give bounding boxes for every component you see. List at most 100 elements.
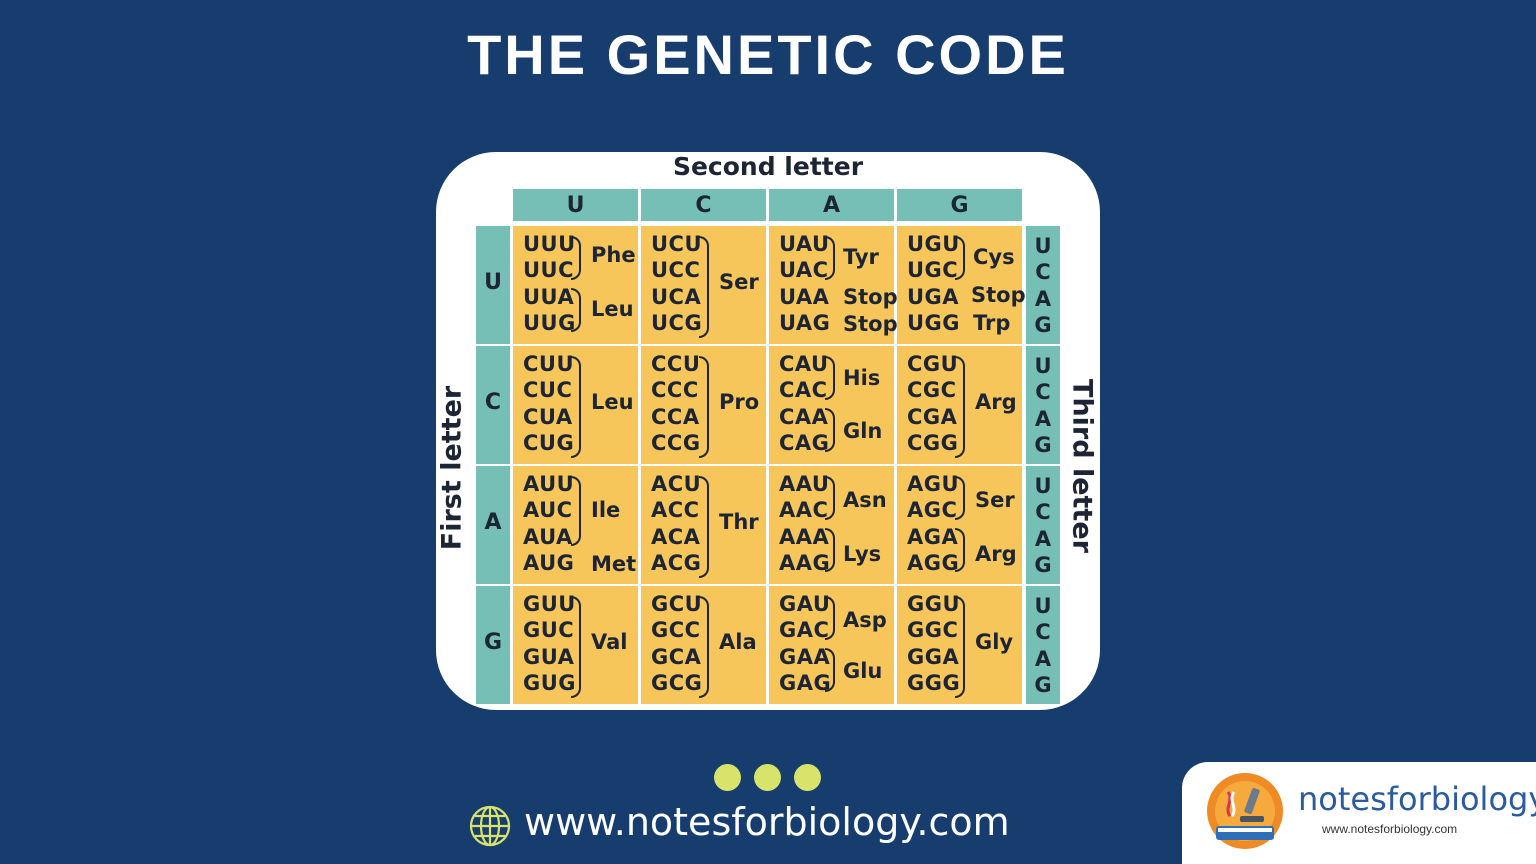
- amino-acid-label: Leu: [591, 390, 634, 414]
- bracket: [825, 356, 835, 400]
- third-letter-c: C: [1035, 620, 1051, 644]
- codon: CUU: [523, 352, 575, 376]
- first-letter-u-header: U: [476, 226, 510, 344]
- second-letter-c-header: C: [641, 189, 766, 221]
- codon: UUA: [523, 285, 575, 309]
- third-letter-g: G: [1034, 433, 1052, 457]
- codon: AUC: [523, 498, 573, 522]
- amino-acid-label: Asn: [843, 488, 887, 512]
- logo-sub-text: www.notesforbiology.com: [1322, 822, 1458, 836]
- codon: ACG: [651, 551, 702, 575]
- codon: CGA: [907, 405, 958, 429]
- brand-logo[interactable]: notesforbiology www.notesforbiology.com: [1182, 762, 1536, 864]
- codon: UAA: [779, 285, 830, 309]
- third-letter-c: C: [1035, 500, 1051, 524]
- bracket: [571, 288, 581, 332]
- codon: GCU: [651, 592, 703, 616]
- codon: AGA: [907, 525, 959, 549]
- codon: ACU: [651, 472, 702, 496]
- first-letter-a-header: A: [476, 466, 510, 584]
- amino-acid-label: Ser: [975, 488, 1015, 512]
- bracket: [825, 408, 835, 452]
- codon: AGU: [907, 472, 960, 496]
- codon: GAU: [779, 592, 831, 616]
- bracket: [955, 528, 965, 572]
- codon: GGA: [907, 645, 960, 669]
- codon: UCU: [651, 232, 703, 256]
- bracket: [825, 596, 835, 640]
- codon: CAG: [779, 431, 830, 455]
- amino-acid-label: Ala: [719, 630, 757, 654]
- dot: [794, 764, 821, 791]
- bracket: [825, 236, 835, 280]
- bracket: [955, 236, 965, 280]
- logo-brand-text: notesforbiology: [1298, 780, 1536, 818]
- codon: AGG: [907, 551, 960, 575]
- codon: GGG: [907, 671, 961, 695]
- codon: GAC: [779, 618, 830, 642]
- codon: AAA: [779, 525, 830, 549]
- bracket: [571, 476, 581, 546]
- third-letter-a: A: [1034, 407, 1052, 431]
- codon: UGA: [907, 285, 960, 309]
- codon: UGG: [907, 311, 961, 335]
- codon: GCG: [651, 671, 703, 695]
- amino-acid-label: Stop: [971, 283, 1026, 307]
- third-letter-c: C: [1035, 260, 1051, 284]
- amino-acid-label: Leu: [591, 297, 634, 321]
- codon: AAG: [779, 551, 831, 575]
- codon: GAA: [779, 645, 831, 669]
- bracket: [699, 236, 709, 338]
- codon: UGC: [907, 258, 959, 282]
- row-header-label: G: [483, 630, 503, 655]
- codon: CGC: [907, 378, 957, 402]
- codon: GCA: [651, 645, 702, 669]
- pagination-dots: [714, 764, 824, 792]
- codon: AUG: [523, 551, 575, 575]
- amino-acid-label: His: [843, 366, 881, 390]
- third-letter-axis: Third letter: [1062, 379, 1102, 553]
- amino-acid-label: Asp: [843, 608, 887, 632]
- website-link[interactable]: www.notesforbiology.com: [524, 800, 1010, 844]
- amino-acid-label: Gly: [975, 630, 1014, 654]
- amino-acid-label: Stop: [843, 285, 898, 309]
- third-letter-label: Third letter: [1066, 379, 1098, 553]
- codon: CUA: [523, 405, 573, 429]
- bracket: [571, 236, 581, 280]
- bracket: [571, 356, 581, 458]
- codon: CCA: [651, 405, 700, 429]
- third-letter-a: A: [1034, 527, 1052, 551]
- bracket: [825, 528, 835, 572]
- third-letter-u: U: [1034, 594, 1052, 618]
- codon: GUG: [523, 671, 577, 695]
- bracket: [955, 476, 965, 520]
- codon: AAU: [779, 472, 830, 496]
- bracket: [825, 476, 835, 520]
- codon: CAC: [779, 378, 828, 402]
- third-letter-u: U: [1034, 234, 1052, 258]
- codon: UUU: [523, 232, 576, 256]
- codon: UGU: [907, 232, 960, 256]
- amino-acid-label: Tyr: [843, 245, 879, 269]
- amino-acid-label: Stop: [843, 312, 898, 336]
- bracket: [699, 596, 709, 698]
- codon: UUG: [523, 311, 576, 335]
- amino-acid-label: Arg: [975, 390, 1017, 414]
- page-title: THE GENETIC CODE: [467, 23, 1069, 86]
- amino-acid-label: Arg: [975, 542, 1017, 566]
